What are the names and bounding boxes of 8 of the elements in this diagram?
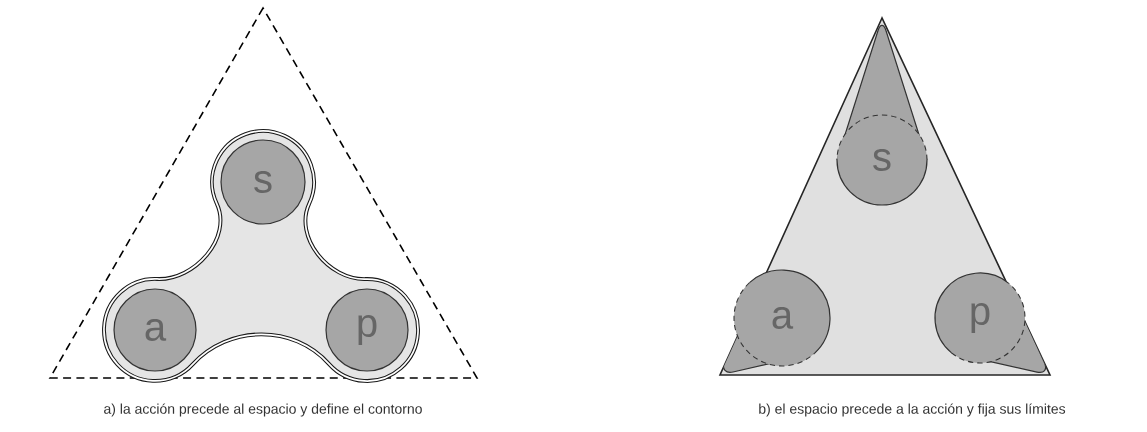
circle-node: a xyxy=(113,288,197,372)
circle-node: p xyxy=(325,288,409,372)
circle-node: p xyxy=(934,272,1047,373)
caption: a) la acción precede al espacio y define el contorno xyxy=(104,403,422,417)
caption: b) el espacio precede a la acción y fija sus límites xyxy=(759,403,1066,417)
circle-node: s xyxy=(220,139,306,225)
circle-node: s xyxy=(836,24,928,206)
circle-node: a xyxy=(722,269,831,373)
